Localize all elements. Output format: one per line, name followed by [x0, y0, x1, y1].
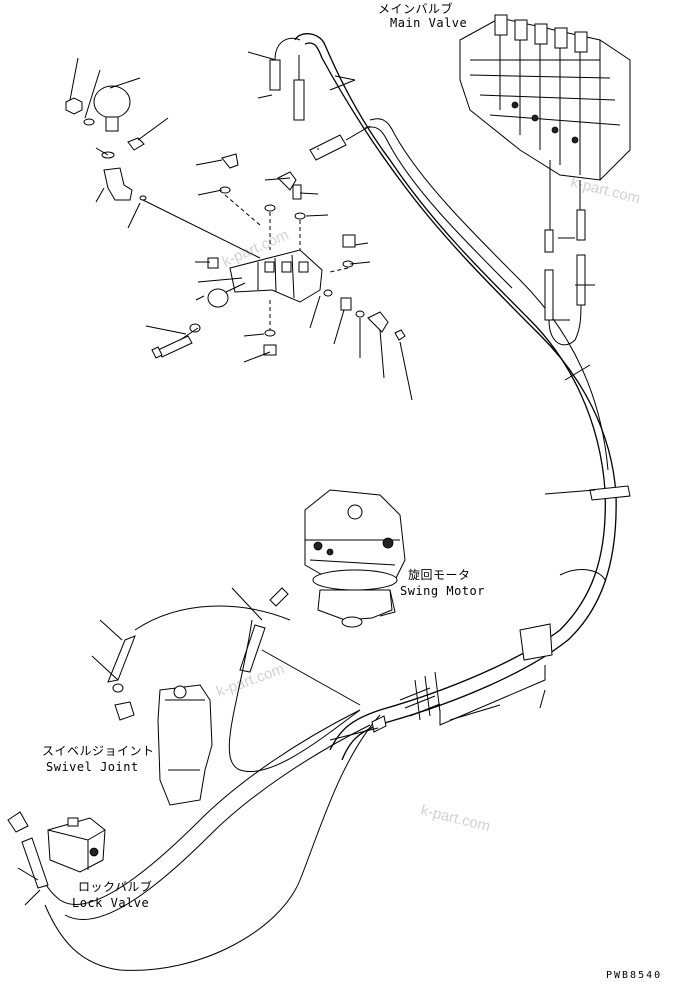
- swing-motor-drawing: [269, 489, 406, 628]
- drawing-code: PWB8540: [606, 970, 663, 981]
- lock-valve-drawing: [7, 811, 106, 889]
- swivel-joint-label-en: Swivel Joint: [46, 760, 139, 774]
- main-hose-bundle: [29, 33, 617, 971]
- fittings-cluster: [65, 37, 406, 359]
- leader-lines-lower: [17, 75, 596, 906]
- swing-motor-label-en: Swing Motor: [400, 584, 485, 598]
- main-valve-label-en: Main Valve: [390, 16, 468, 30]
- lock-valve-label-jp: ロックバルブ: [78, 880, 153, 894]
- swivel-joint-drawing: [107, 605, 361, 806]
- hose-clamps: [371, 485, 631, 733]
- main-valve-label-jp: メインバルブ: [378, 2, 454, 16]
- main-valve-drawing: [459, 14, 631, 346]
- lock-valve-label-en: Lock Valve: [72, 896, 150, 910]
- swing-motor-label-jp: 旋回モータ: [408, 568, 471, 582]
- swivel-joint-label-jp: スイベルジョイント: [42, 744, 155, 758]
- leader-lines-upper: [69, 51, 413, 401]
